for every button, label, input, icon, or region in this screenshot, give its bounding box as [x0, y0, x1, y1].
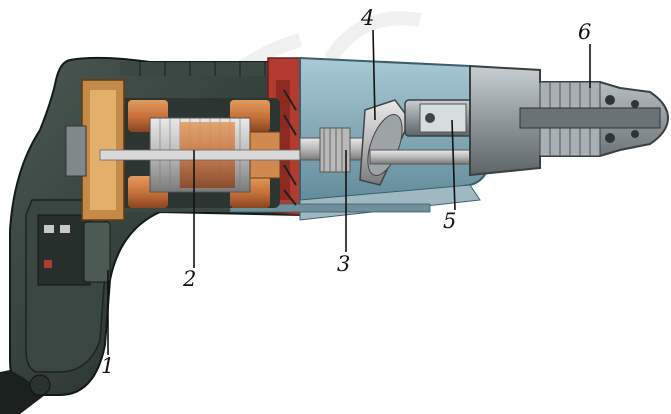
chuck	[469, 64, 670, 177]
callout-1: 1	[101, 354, 115, 378]
callout-5: 5	[443, 209, 457, 233]
cooling-fan	[283, 89, 297, 206]
gear-housing	[229, 56, 493, 221]
leader-lines	[107, 29, 591, 355]
callout-3: 3	[337, 252, 351, 276]
motor	[65, 79, 321, 221]
callout-4: 4	[361, 6, 375, 30]
callout-6: 6	[578, 20, 592, 44]
callout-2: 2	[183, 267, 197, 291]
